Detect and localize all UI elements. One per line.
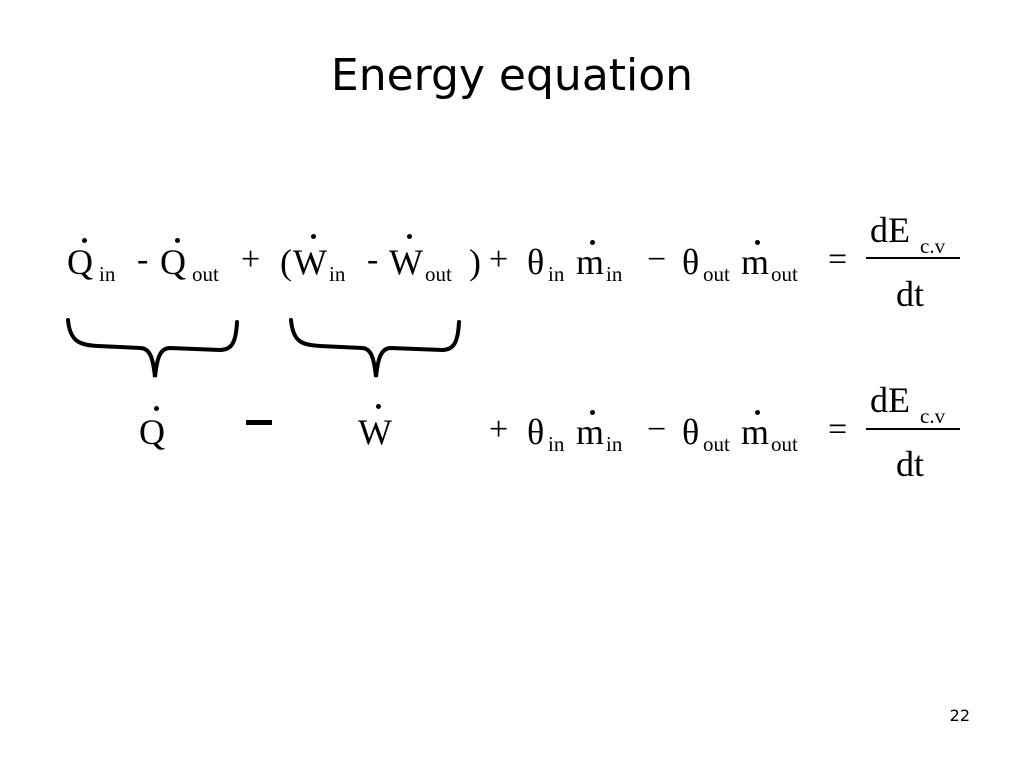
dot-q	[154, 406, 159, 411]
eq1-m-in-sub: in	[606, 262, 623, 286]
eq1-m-out: m	[741, 242, 770, 282]
eq1-minus-1: −	[647, 241, 667, 278]
eq1-numerator-sub: c.v	[920, 234, 946, 258]
eq2-theta-in: θ	[527, 412, 545, 452]
eq2-denominator: dt	[896, 444, 925, 484]
eq2-q: Q	[139, 412, 165, 452]
eq1-plus-2: +	[489, 241, 509, 278]
eq2-numerator: dE	[870, 380, 910, 420]
eq1-lparen: (	[280, 242, 292, 282]
eq2-w: W	[358, 412, 392, 452]
dot-m-out	[755, 240, 760, 245]
eq1-theta-in: θ	[527, 242, 545, 282]
eq2-equals: =	[828, 411, 848, 448]
eq1-rparen: )	[469, 242, 481, 282]
dot-q-in	[82, 238, 87, 243]
eq1-w-out-sub: out	[425, 262, 452, 286]
eq1-plus-1: +	[241, 241, 261, 278]
eq1-numerator: dE	[870, 210, 910, 250]
dot-m-in	[590, 240, 595, 245]
eq1-q-out-sub: out	[192, 262, 219, 286]
eq2-minus-work	[246, 420, 272, 425]
dot-w-out	[407, 234, 412, 239]
eq1-m-in: m	[576, 242, 605, 282]
eq2-theta-out: θ	[682, 412, 700, 452]
eq1-q-in-sub: in	[99, 262, 116, 286]
dot-q-out	[175, 238, 180, 243]
underbrace-work	[289, 318, 461, 378]
eq2-plus: +	[489, 411, 509, 448]
dot-w	[376, 404, 381, 409]
eq1-theta-in-sub: in	[548, 262, 565, 286]
dot-m-in-2	[590, 410, 595, 415]
eq2-minus: −	[647, 411, 667, 448]
eq1-q-out: Q	[160, 242, 186, 282]
slide-title: Energy equation	[330, 50, 694, 101]
eq2-m-out: m	[741, 412, 770, 452]
eq1-m-out-sub: out	[771, 262, 798, 286]
eq1-minus-q: -	[137, 241, 149, 278]
eq2-m-in: m	[576, 412, 605, 452]
dot-w-in	[311, 234, 316, 239]
dot-m-out-2	[755, 410, 760, 415]
eq1-w-out: W	[389, 242, 423, 282]
eq2-m-out-sub: out	[771, 432, 798, 456]
eq1-w-in: W	[293, 242, 327, 282]
eq1-minus-w: -	[367, 241, 379, 278]
eq1-q-in: Q	[67, 242, 93, 282]
eq2-theta-out-sub: out	[703, 432, 730, 456]
eq1-equals: =	[828, 241, 848, 278]
page-number: 22	[949, 706, 970, 725]
eq1-theta-out: θ	[682, 242, 700, 282]
eq1-fraction-bar	[866, 257, 960, 259]
underbrace-heat	[66, 318, 239, 378]
eq1-theta-out-sub: out	[703, 262, 730, 286]
eq2-m-in-sub: in	[606, 432, 623, 456]
eq2-fraction-bar	[866, 428, 960, 430]
eq2-numerator-sub: c.v	[920, 404, 946, 428]
eq1-denominator: dt	[896, 274, 925, 314]
eq2-theta-in-sub: in	[548, 432, 565, 456]
eq1-w-in-sub: in	[329, 262, 346, 286]
